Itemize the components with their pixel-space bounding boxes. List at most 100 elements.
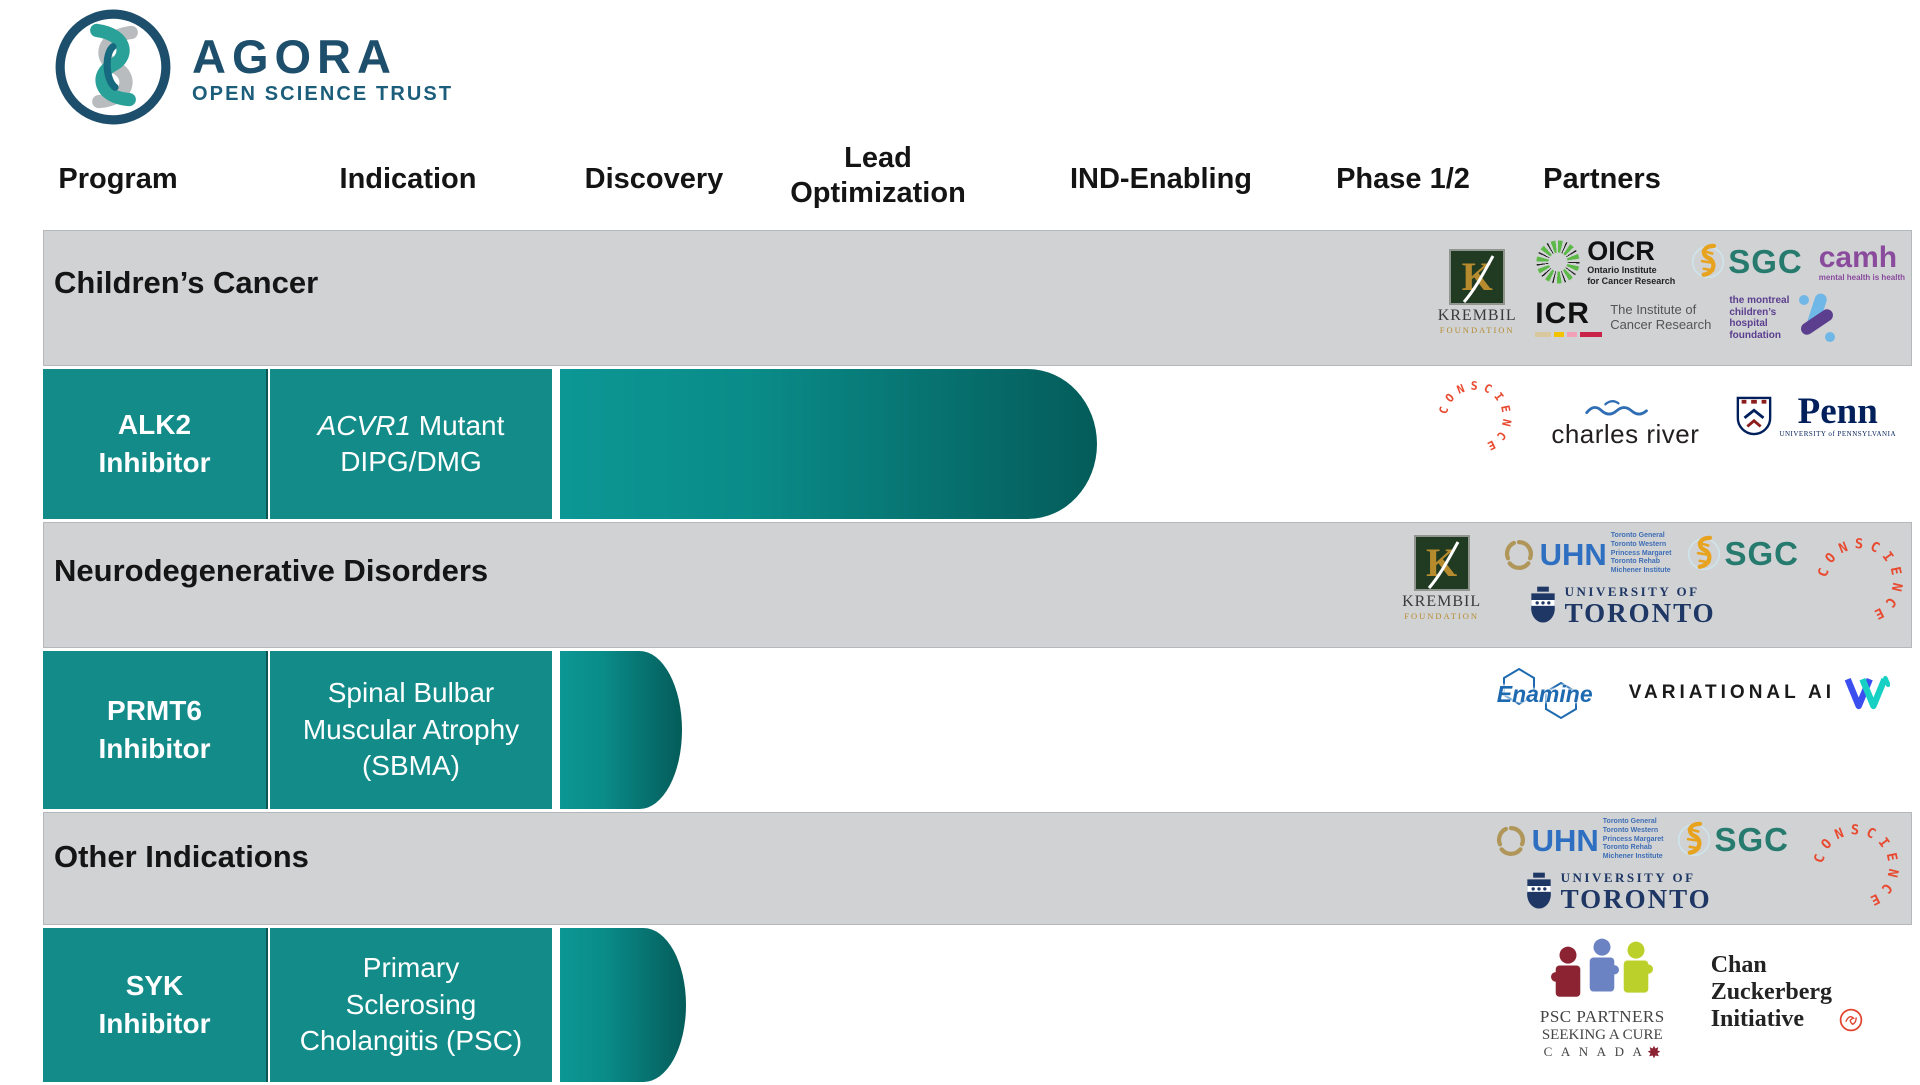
montreal-childrens-hospital-foundation-logo: the montreal children’s hospital foundat… — [1729, 290, 1838, 346]
stage-bar-prmt6 — [560, 651, 682, 809]
uhn-hospital-list: Toronto General Toronto Western Princess… — [1610, 532, 1672, 575]
column-header-ind-enabling: IND-Enabling — [1069, 163, 1253, 195]
svg-text:CONSCIENCE: CONSCIENCE — [1815, 536, 1905, 625]
partner-logos-childrens-cancer: K KREMBIL FOUNDATION OICR Ontario Instit… — [1431, 237, 1905, 346]
uhn-abbr: UHN — [1539, 536, 1607, 572]
uhn-swirl-icon — [1504, 539, 1533, 571]
sgc-abbr: SGC — [1728, 243, 1803, 280]
column-header-indication: Indication — [339, 163, 477, 195]
uhn-abbr: UHN — [1531, 822, 1599, 858]
enamine-name: Enamine — [1496, 681, 1593, 707]
variational-ai-logo: VARIATIONAL AI — [1629, 674, 1890, 712]
icr-logo: ICR The Institute of Cancer Research — [1535, 299, 1711, 337]
czi-mark-icon — [1839, 1008, 1863, 1031]
enamine-hexagon-icon — [1502, 667, 1577, 720]
czi-line3: Initiative — [1710, 1005, 1805, 1032]
charles-river-waves-icon — [1585, 400, 1649, 416]
column-header-partners: Partners — [1543, 163, 1661, 195]
camh-abbr: camh — [1818, 240, 1898, 274]
indication-cell-alk2: ACVR1 Mutant DIPG/DMG — [270, 369, 552, 519]
psc-line3-wrap: C A N A D A — [1544, 1044, 1661, 1060]
krembil-name: KREMBIL — [1402, 593, 1482, 610]
sgc-abbr: SGC — [1724, 535, 1799, 572]
uoft-line1: UNIVERSITY OF — [1564, 583, 1700, 599]
uhn-logo: UHN Toronto General Toronto Western Prin… — [1502, 532, 1672, 576]
oicr-logo: OICR Ontario Institute for Cancer Resear… — [1535, 238, 1675, 286]
indication-cell-prmt6: Spinal Bulbar Muscular Atrophy (SBMA) — [270, 651, 552, 809]
psc-partners-logo: PSC PARTNERS SEEKING A CURE C A N A D A — [1540, 936, 1665, 1060]
sgc-helix-icon — [1678, 821, 1711, 857]
university-of-toronto-logo: UNIVERSITY OF TORONTO — [1528, 583, 1716, 627]
column-header-discovery: Discovery — [584, 163, 724, 195]
section-title: Neurodegenerative Disorders — [54, 553, 489, 588]
section-title: Children’s Cancer — [54, 265, 319, 300]
column-header-program: Program — [58, 163, 178, 195]
mchf-icon — [1799, 293, 1836, 342]
charles-river-name: charles river — [1551, 419, 1700, 449]
uoft-line2: TORONTO — [1560, 883, 1712, 914]
program-cell-alk2: ALK2 Inhibitor — [43, 369, 268, 519]
partner-logos-neurodegenerative: K KREMBIL FOUNDATION — [1396, 529, 1907, 627]
indication-gene-italic: ACVR1 — [317, 409, 411, 441]
krembil-sub: FOUNDATION — [1404, 611, 1479, 621]
partner-logos-prmt6: Enamine VARIATIONAL AI — [1489, 665, 1890, 721]
icr-abbr: ICR — [1535, 297, 1590, 330]
program-row-syk: SYK Inhibitor Primary Sclerosing Cholang… — [43, 925, 1912, 1085]
psc-line3: C A N A D A — [1543, 1044, 1645, 1059]
svg-text:CONSCIENCE: CONSCIENCE — [1436, 379, 1514, 455]
column-header-phase-1-2: Phase 1/2 — [1336, 163, 1470, 195]
mchf-name: the montreal children’s hospital foundat… — [1729, 295, 1790, 341]
charles-river-logo: charles river — [1551, 397, 1699, 450]
krembil-flourish-icon — [1427, 541, 1459, 589]
krembil-flourish-icon — [1463, 254, 1495, 303]
section-title: Other Indications — [54, 839, 309, 874]
university-of-toronto-logo: UNIVERSITY OF TORONTO — [1524, 869, 1712, 913]
sgc-logo: SGC — [1687, 529, 1799, 579]
czi-line2: Zuckerberg — [1710, 978, 1832, 1005]
partner-logos-other-indications: UHN Toronto General Toronto Western Prin… — [1494, 815, 1903, 913]
uhn-swirl-icon — [1496, 825, 1525, 857]
camh-logo: camh mental health is health — [1818, 240, 1905, 282]
brand-text: AGORA OPEN SCIENCE TRUST — [192, 31, 454, 106]
indication-cell-syk: Primary Sclerosing Cholangitis (PSC) — [270, 928, 552, 1082]
variational-ai-mark-icon — [1844, 675, 1890, 710]
program-cell-prmt6: PRMT6 Inhibitor — [43, 651, 268, 809]
sgc-helix-icon — [1692, 243, 1725, 279]
column-header-lead-optimization: Lead Optimization — [790, 142, 966, 209]
icr-color-bar — [1535, 332, 1603, 337]
conscience-logo: CONSCIENCE — [1811, 822, 1895, 911]
uhn-logo: UHN Toronto General Toronto Western Prin… — [1494, 818, 1664, 862]
variational-ai-name: VARIATIONAL AI — [1628, 682, 1835, 703]
penn-name: Penn — [1797, 391, 1878, 432]
psc-line2: SEEKING A CURE — [1541, 1027, 1663, 1043]
stage-bar-syk — [560, 928, 686, 1082]
partner-logos-alk2: CONSCIENCE charles river Penn UNI — [1435, 375, 1896, 455]
sgc-logo: SGC — [1691, 237, 1803, 287]
uoft-line2: TORONTO — [1564, 597, 1716, 628]
krembil-foundation-logo: K KREMBIL FOUNDATION — [1396, 535, 1488, 621]
enamine-logo: Enamine — [1489, 665, 1601, 721]
section-band-childrens-cancer: Children’s Cancer K KREMBIL FOUNDATION O… — [43, 230, 1912, 366]
krembil-icon: K — [1413, 535, 1470, 591]
stage-bar-alk2 — [560, 369, 1097, 519]
chan-zuckerberg-initiative-logo: Chan Zuckerberg Initiative — [1711, 952, 1864, 1033]
maple-leaf-icon — [1647, 1045, 1661, 1059]
oicr-abbr: OICR — [1587, 236, 1655, 267]
uoft-line1: UNIVERSITY OF — [1560, 869, 1696, 885]
indication-rest: Mutant DIPG/DMG — [340, 409, 505, 477]
penn-shield-icon — [1737, 396, 1772, 435]
penn-logo: Penn UNIVERSITY of PENNSYLVANIA — [1735, 393, 1896, 438]
sgc-logo: SGC — [1677, 815, 1789, 865]
brand-tagline: OPEN SCIENCE TRUST — [192, 83, 454, 106]
sgc-helix-icon — [1688, 535, 1721, 571]
pipeline-table: Children’s Cancer K KREMBIL FOUNDATION O… — [43, 230, 1912, 1085]
czi-line1: Chan — [1710, 952, 1767, 978]
psc-puzzle-people-icon — [1551, 936, 1654, 1006]
uhn-hospital-list: Toronto General Toronto Western Princess… — [1602, 818, 1664, 861]
program-row-prmt6: PRMT6 Inhibitor Spinal Bulbar Muscular A… — [43, 648, 1912, 812]
section-band-other-indications: Other Indications UHN Toronto General — [43, 812, 1912, 925]
krembil-name: KREMBIL — [1437, 306, 1517, 324]
camh-sub: mental health is health — [1818, 272, 1905, 282]
partner-logos-syk: PSC PARTNERS SEEKING A CURE C A N A D A … — [1540, 936, 1864, 1060]
brand-header: AGORA OPEN SCIENCE TRUST — [52, 6, 453, 128]
